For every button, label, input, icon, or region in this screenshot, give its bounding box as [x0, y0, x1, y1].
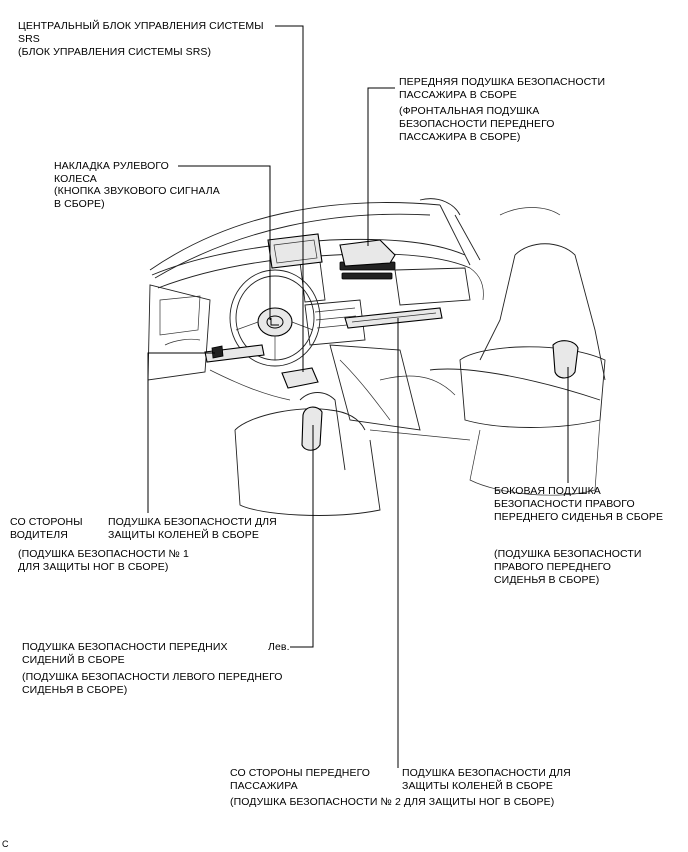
dashboard-drawing — [147, 198, 606, 516]
knee-airbag-passenger-label: ПОДУШКА БЕЗОПАСНОСТИ ДЛЯ ЗАЩИТЫ КОЛЕНЕЙ … — [402, 767, 571, 792]
side-airbag-rh-label: БОКОВАЯ ПОДУШКА БЕЗОПАСНОСТИ ПРАВОГО ПЕР… — [494, 485, 664, 523]
steering-pad-label: НАКЛАДКА РУЛЕВОГО КОЛЕСА — [54, 160, 169, 185]
passenger-side-label: СО СТОРОНЫ ПЕРЕДНЕГО ПАССАЖИРА — [230, 767, 371, 792]
srs-unit-label: ЦЕНТРАЛЬНЫЙ БЛОК УПРАВЛЕНИЯ СИСТЕМЫ SRS … — [18, 20, 264, 58]
driver-side-label: СО СТОРОНЫ ВОДИТЕЛЯ — [10, 516, 83, 541]
knee-airbag-passenger-alt-label: (ПОДУШКА БЕЗОПАСНОСТИ № 2 ДЛЯ ЗАЩИТЫ НОГ… — [230, 796, 555, 808]
steering-pad-alt-label: (КНОПКА ЗВУКОВОГО СИГНАЛА В СБОРЕ) — [54, 185, 220, 210]
passenger-airbag-alt-label: (ФРОНТАЛЬНАЯ ПОДУШКА БЕЗОПАСНОСТИ ПЕРЕДН… — [399, 105, 555, 143]
front-seat-airbag-label: ПОДУШКА БЕЗОПАСНОСТИ ПЕРЕДНИХ СИДЕНИЙ В … — [22, 641, 228, 666]
lexus-emblem-icon — [266, 315, 284, 329]
knee-airbag-driver-alt-label: (ПОДУШКА БЕЗОПАСНОСТИ № 1 ДЛЯ ЗАЩИТЫ НОГ… — [18, 548, 189, 573]
side-airbag-rh-alt-label: (ПОДУШКА БЕЗОПАСНОСТИ ПРАВОГО ПЕРЕДНЕГО … — [494, 548, 642, 586]
front-seat-airbag-alt-label: (ПОДУШКА БЕЗОПАСНОСТИ ЛЕВОГО ПЕРЕДНЕГО С… — [22, 671, 283, 696]
left-side-label: Лев. — [268, 641, 290, 653]
corner-mark: C — [2, 839, 9, 849]
knee-airbag-driver-label: ПОДУШКА БЕЗОПАСНОСТИ ДЛЯ ЗАЩИТЫ КОЛЕНЕЙ … — [108, 516, 277, 541]
passenger-airbag-label: ПЕРЕДНЯЯ ПОДУШКА БЕЗОПАСНОСТИ ПАССАЖИРА … — [399, 76, 606, 101]
leader-lines — [147, 25, 569, 768]
